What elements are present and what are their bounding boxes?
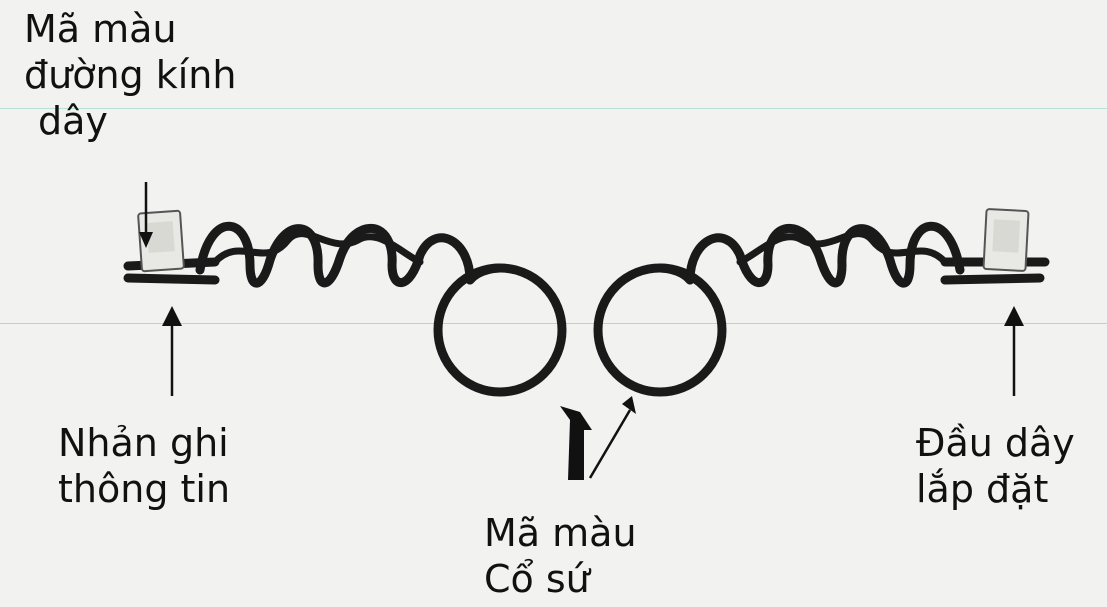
label-line: lắp đặt xyxy=(916,466,1075,512)
label-line: thông tin xyxy=(58,466,230,512)
label-info-tag: Nhản ghi thông tin xyxy=(58,420,230,512)
label-neck-color-code: Mã màu Cổ sứ xyxy=(484,510,637,602)
label-line: Đầu dây xyxy=(916,420,1075,466)
label-line: đường kính xyxy=(24,52,236,98)
label-wire-diameter-color-code: Mã màu đường kính dây xyxy=(24,6,236,144)
label-line: Mã màu xyxy=(24,6,236,52)
label-line: Cổ sứ xyxy=(484,556,637,602)
wire-right-coil xyxy=(690,226,960,283)
label-install-end: Đầu dây lắp đặt xyxy=(916,420,1075,512)
info-tag-right xyxy=(983,209,1028,271)
arrow-up-icon xyxy=(560,396,636,480)
arrow-up-icon xyxy=(162,306,182,396)
label-line: dây xyxy=(24,98,236,144)
wire-left-end-lower xyxy=(128,278,215,280)
arrow-up-icon xyxy=(1004,306,1024,396)
label-line: Mã màu xyxy=(484,510,637,556)
label-line: Nhản ghi xyxy=(58,420,230,466)
wire-right-end-lower xyxy=(945,278,1040,280)
wire-left-coil xyxy=(200,226,470,283)
wire-left-loop xyxy=(438,268,562,392)
wire-right-loop xyxy=(598,268,722,392)
